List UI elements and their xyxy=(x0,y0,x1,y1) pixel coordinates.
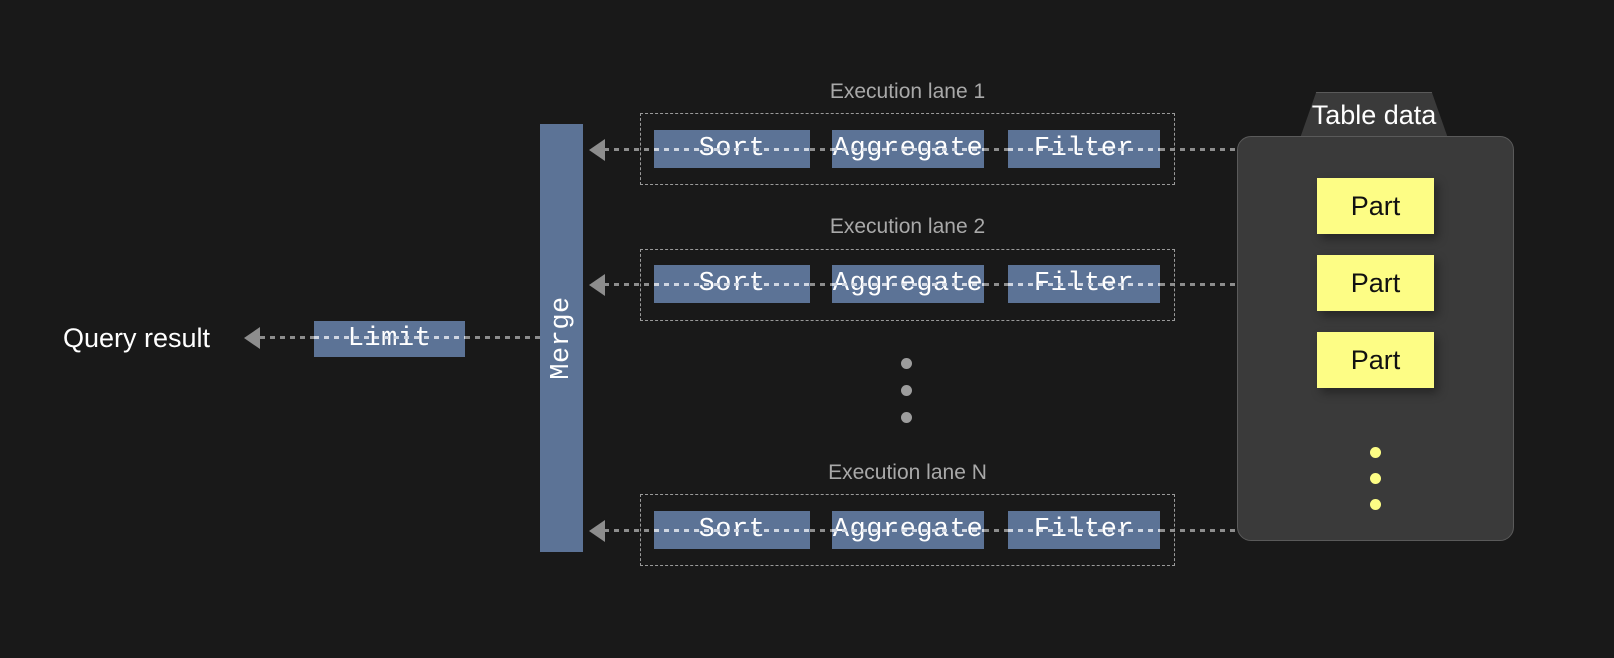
connector-lane-1-sort-to-aggregate xyxy=(810,148,832,151)
table-data-part-3[interactable]: Part xyxy=(1317,332,1434,388)
table-data-part-1[interactable]: Part xyxy=(1317,178,1434,234)
connector-lane-2-to-merge xyxy=(604,283,654,286)
table-data-ellipsis xyxy=(1370,447,1382,517)
query-result-label: Query result xyxy=(63,323,211,353)
connector-merge-to-limit xyxy=(465,336,540,339)
execution-lane-1-box xyxy=(640,113,1175,185)
connector-lane-2-sort-to-aggregate xyxy=(810,283,832,286)
lane-ellipsis-dot xyxy=(901,412,912,423)
table-data-part-2[interactable]: Part xyxy=(1317,255,1434,311)
execution-lane-2-label: Execution lane 2 xyxy=(829,215,986,238)
connector-lane-n-to-merge xyxy=(604,529,654,532)
table-data-ellipsis-dot xyxy=(1370,473,1381,484)
table-data-ellipsis-dot xyxy=(1370,499,1381,510)
table-data-ellipsis-dot xyxy=(1370,447,1381,458)
lane-ellipsis-dot xyxy=(901,358,912,369)
merge-label: Merge xyxy=(546,296,577,380)
arrow-lane-1-to-merge-icon xyxy=(589,139,605,161)
execution-lane-1-label: Execution lane 1 xyxy=(829,80,986,103)
connector-through-limit xyxy=(314,336,465,339)
table-data-tab-shape xyxy=(1298,92,1450,144)
connector-lane-2-through-filter xyxy=(1008,283,1160,286)
connector-lane-1-through-sort xyxy=(654,148,810,151)
table-data-title: Table data xyxy=(1311,100,1437,130)
connector-lane-1-to-merge xyxy=(604,148,654,151)
connector-limit-to-query-result xyxy=(260,336,314,339)
connector-lane-1-to-table-data xyxy=(1160,148,1238,151)
lane-ellipsis-dot xyxy=(901,385,912,396)
arrow-to-query-result-icon xyxy=(244,327,260,349)
connector-lane-2-through-sort xyxy=(654,283,810,286)
connector-lane-2-aggregate-to-filter xyxy=(984,283,1008,286)
arrow-lane-2-to-merge-icon xyxy=(589,274,605,296)
table-data-container: Table data Part Part Part xyxy=(1237,92,1514,541)
execution-lane-n-box xyxy=(640,494,1175,566)
connector-lane-2-to-table-data xyxy=(1160,283,1238,286)
execution-lane-n-label: Execution lane N xyxy=(828,461,987,484)
connector-lane-1-through-aggregate xyxy=(832,148,984,151)
connector-lane-n-aggregate-to-filter xyxy=(984,529,1008,532)
arrow-lane-n-to-merge-icon xyxy=(589,520,605,542)
connector-lane-1-through-filter xyxy=(1008,148,1160,151)
connector-lane-n-through-sort xyxy=(654,529,810,532)
connector-lane-n-through-aggregate xyxy=(832,529,984,532)
operator-limit[interactable]: Limit xyxy=(314,321,465,357)
operator-merge[interactable]: Merge xyxy=(540,124,583,552)
connector-lane-2-through-aggregate xyxy=(832,283,984,286)
connector-lane-1-aggregate-to-filter xyxy=(984,148,1008,151)
connector-lane-n-sort-to-aggregate xyxy=(810,529,832,532)
connector-lane-n-through-filter xyxy=(1008,529,1160,532)
connector-lane-n-to-table-data xyxy=(1160,529,1238,532)
execution-lane-2-box xyxy=(640,249,1175,321)
lane-ellipsis xyxy=(901,358,913,428)
